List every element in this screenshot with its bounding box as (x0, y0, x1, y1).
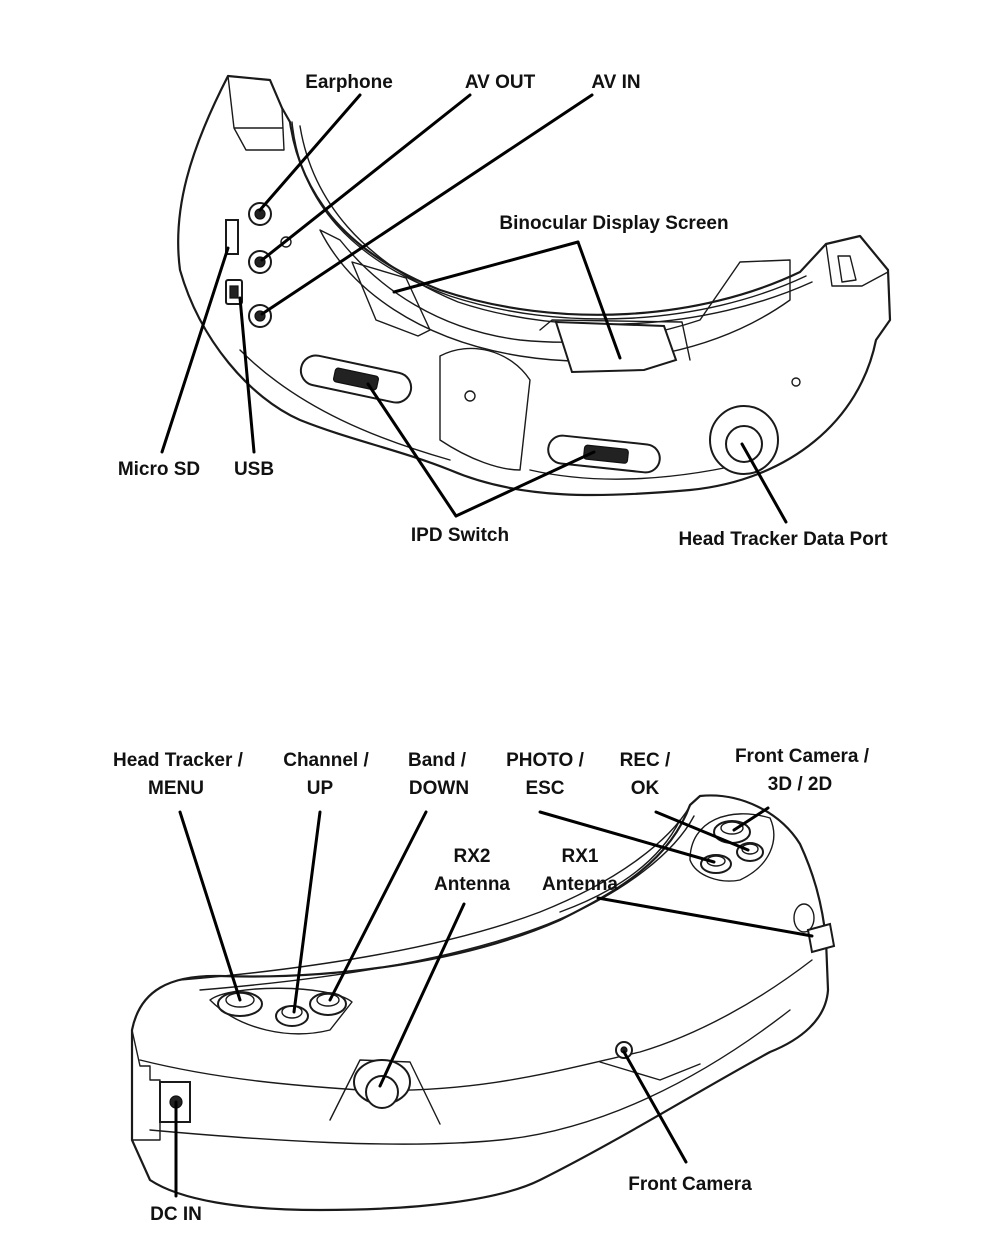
ipd-knob-right (583, 444, 629, 464)
side-screw (791, 377, 801, 387)
button-front-camera-3d2d-cap (720, 821, 744, 835)
lower-body-curve (149, 1009, 791, 1145)
leader-ipd-right (454, 450, 596, 518)
leader-head-tracker-port (740, 442, 788, 524)
micro-sd-slot (225, 219, 239, 255)
button-photo-esc (700, 854, 732, 874)
button-head-tracker-menu-cap (225, 992, 255, 1008)
label-rec-line2: OK (631, 778, 660, 799)
leader-photo-esc (538, 810, 716, 864)
label-rx1-line1: RX1 (562, 846, 599, 867)
leader-display-left (392, 240, 580, 294)
front-camera-channel (599, 1061, 701, 1081)
leader-rx2-antenna (378, 902, 466, 1088)
left-button-panel (209, 987, 353, 1035)
usb-port-inner (229, 285, 239, 299)
top-view-leaders (160, 93, 788, 524)
nose-bridge (439, 347, 531, 471)
right-control-buttons (689, 813, 775, 882)
bottom-view-leaders (174, 806, 814, 1198)
leader-rx1-antenna (596, 896, 814, 938)
leader-channel-up (292, 810, 322, 1014)
leader-band-down (328, 810, 428, 1002)
label-front-camera-3d2d-line1: Front Camera / (735, 746, 870, 767)
button-channel-up-cap (281, 1005, 303, 1019)
nose-screw (464, 390, 476, 402)
label-channel-line2: UP (307, 778, 334, 799)
rx2-antenna-connector (365, 1075, 399, 1109)
side-jacks (225, 202, 292, 328)
rx1-antenna-connector (806, 922, 836, 954)
label-ipd-switch: IPD Switch (411, 525, 509, 546)
top-view-labels: Earphone AV OUT AV IN Binocular Display … (118, 72, 888, 550)
button-band-down-cap (316, 993, 340, 1007)
label-av-in: AV IN (591, 72, 640, 93)
label-photo-line1: PHOTO / (506, 750, 584, 771)
label-rx2-line2: Antenna (434, 874, 510, 895)
rx1-antenna-socket (793, 903, 815, 933)
leader-front-camera-3d2d (732, 806, 770, 832)
visor-inner-rim-2 (299, 125, 813, 326)
face-recess (319, 229, 791, 362)
left-control-buttons (209, 987, 353, 1035)
label-head-tracker-data-port: Head Tracker Data Port (678, 529, 888, 550)
label-earphone: Earphone (305, 72, 393, 93)
leader-usb (238, 296, 256, 454)
antenna-groove (559, 819, 681, 913)
label-rec-line1: REC / (620, 750, 671, 771)
label-photo-line2: ESC (525, 778, 564, 799)
right-strap-mount (825, 243, 889, 287)
goggles-top-view (177, 74, 892, 497)
ipd-sliders (299, 354, 661, 474)
right-button-panel (689, 813, 775, 882)
leader-earphone (258, 93, 362, 212)
leader-ipd-left (366, 382, 458, 518)
label-front-camera-3d2d-line2: 3D / 2D (768, 774, 832, 795)
visor-inner-rim (291, 121, 807, 320)
leader-head-tracker-menu (178, 810, 242, 1002)
bottom-view-labels: Head Tracker / MENU Channel / UP Band / … (113, 746, 870, 1225)
label-channel-line1: Channel / (283, 750, 369, 771)
top-seam (179, 805, 691, 981)
label-front-camera: Front Camera (628, 1174, 752, 1195)
label-dc-in: DC IN (150, 1204, 202, 1225)
leader-micro-sd (160, 246, 230, 454)
label-binocular-display-screen: Binocular Display Screen (499, 213, 728, 234)
left-strap-mount (227, 75, 285, 151)
label-rx1-line2: Antenna (542, 874, 618, 895)
label-rx2-line1: RX2 (454, 846, 491, 867)
head-tracker-port (725, 425, 763, 463)
label-av-out: AV OUT (465, 72, 536, 93)
leader-av-out (260, 93, 472, 262)
label-usb: USB (234, 459, 274, 480)
right-display-frame (539, 319, 691, 361)
label-band-line1: Band / (408, 750, 467, 771)
left-display-block (351, 261, 431, 337)
button-head-tracker-menu (217, 991, 263, 1017)
leader-rec-ok (654, 810, 750, 852)
left-end-cap (131, 1029, 161, 1141)
label-head-tracker-line1: Head Tracker / (113, 750, 244, 771)
leader-front-camera (622, 1050, 688, 1164)
label-micro-sd: Micro SD (118, 459, 200, 480)
label-head-tracker-line2: MENU (148, 778, 204, 799)
label-band-line2: DOWN (409, 778, 469, 799)
button-channel-up (275, 1005, 309, 1027)
leader-display-right (576, 240, 622, 360)
goggles-bottom-view (130, 794, 836, 1212)
front-face-curve (139, 959, 813, 1092)
indicator-led (280, 236, 292, 248)
leader-av-in (260, 93, 594, 316)
goggles-outer-shell (177, 74, 892, 497)
